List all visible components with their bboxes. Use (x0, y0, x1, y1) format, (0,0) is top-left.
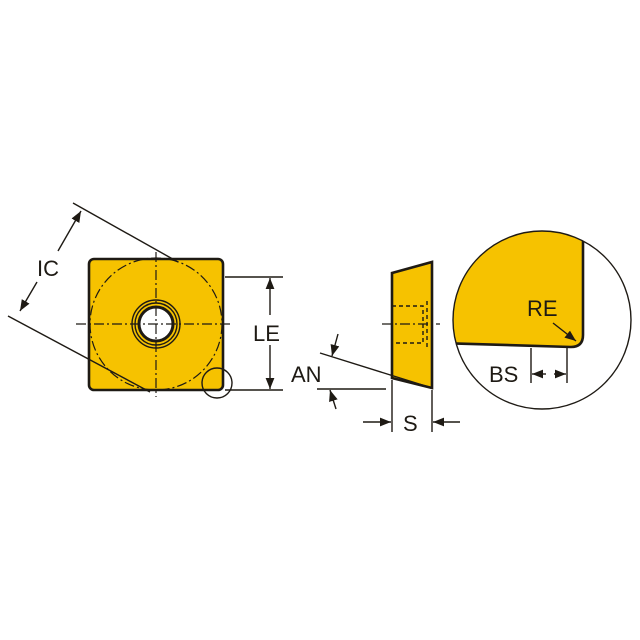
corner-detail-view: RE BS (452, 230, 632, 410)
insert-top-view (76, 252, 233, 399)
le-label: LE (253, 321, 280, 346)
le-dimension: LE (225, 276, 283, 391)
an-label: AN (291, 362, 322, 387)
insert-side-view (382, 260, 440, 390)
bs-label: BS (489, 362, 518, 387)
re-label: RE (527, 296, 558, 321)
s-label: S (403, 411, 418, 436)
ic-dimension: IC (7, 202, 179, 393)
corner-detail-marker (201, 367, 233, 399)
s-dimension: S (363, 380, 460, 436)
ic-label: IC (37, 256, 59, 281)
an-dimension: AN (291, 333, 433, 410)
